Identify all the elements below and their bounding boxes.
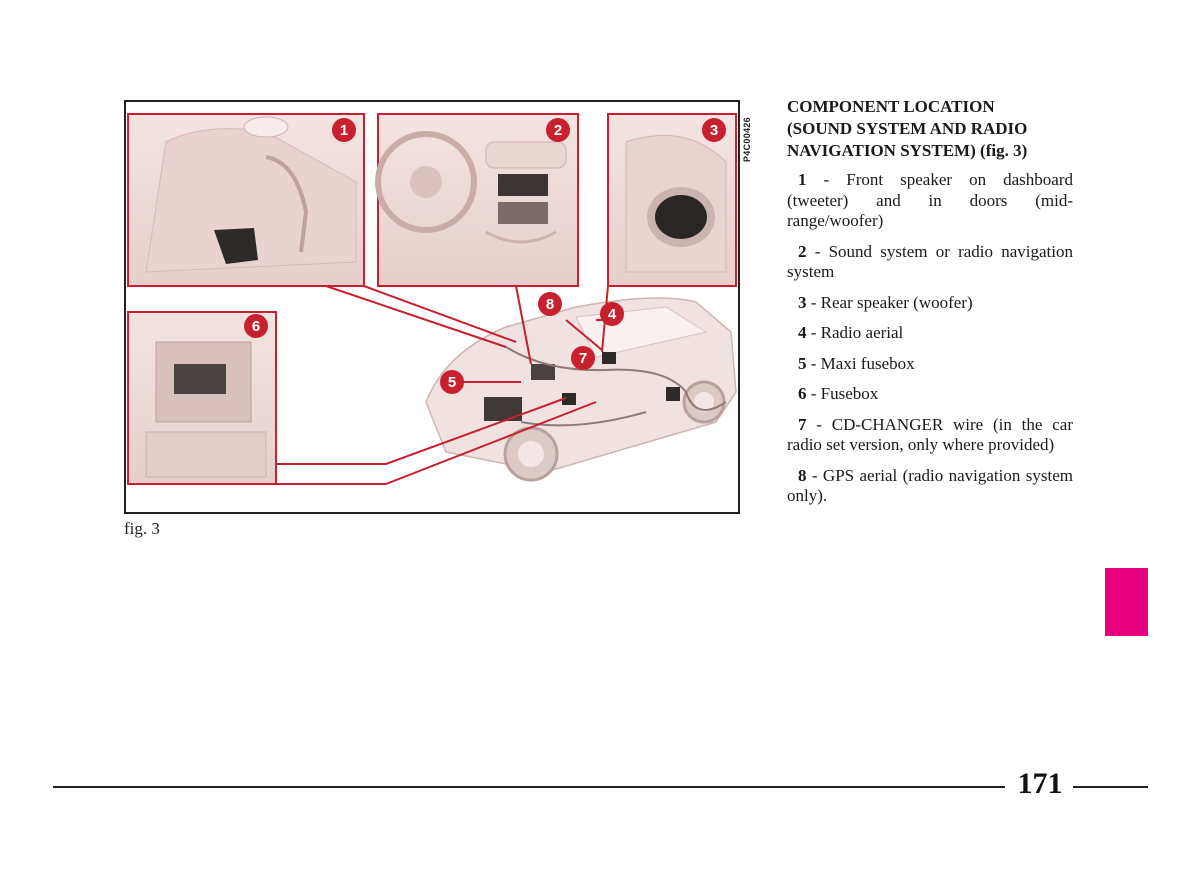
panel-fusebox: 6: [127, 311, 277, 485]
item-number: 3: [798, 292, 807, 312]
heading-fig-ref: (fig. 3): [980, 141, 1028, 160]
list-item: 8 - GPS aerial (radio navigation system …: [787, 466, 1073, 507]
heading-line-3: NAVIGATION SYSTEM): [787, 141, 976, 160]
item-text: - Fusebox: [806, 384, 879, 403]
list-item: 3 - Rear speaker (woofer): [787, 293, 1073, 314]
item-number: 8: [798, 465, 807, 485]
footer-rule-left: [53, 786, 1005, 788]
callout-1: 1: [340, 122, 348, 139]
callout-6: 6: [252, 318, 260, 335]
item-text: - Front speaker on dashboard (tweeter) a…: [787, 170, 1073, 230]
list-item: 2 - Sound system or radio navigation sys…: [787, 242, 1073, 283]
figure-caption: fig. 3: [124, 519, 160, 538]
item-text: - Radio aerial: [806, 323, 904, 342]
panel-rear-speaker: 3: [607, 113, 737, 287]
component-diagram: 1 2 3 6: [127, 113, 737, 485]
item-number: 1: [798, 170, 807, 189]
section-thumb-tab: [1105, 568, 1148, 636]
item-number: 5: [798, 353, 807, 373]
callout-4: 4: [608, 306, 617, 323]
panel-dashboard-radio: 2: [375, 113, 579, 287]
page-number: 171: [1017, 767, 1063, 800]
panel-door-speaker: 1: [127, 113, 365, 287]
figure-illustration: 1 2 3 6: [124, 100, 740, 514]
list-item: 4 - Radio aerial: [787, 323, 1073, 344]
section-heading: COMPONENT LOCATION (SOUND SYSTEM AND RAD…: [787, 96, 1073, 162]
callout-2: 2: [554, 122, 562, 139]
leader-lines: [128, 285, 611, 485]
item-text: - Maxi fusebox: [806, 353, 915, 373]
heading-line-2: (SOUND SYSTEM AND RADIO: [787, 119, 1028, 138]
item-number: 6: [798, 384, 807, 403]
list-item: 7 - CD-CHANGER wire (in the car radio se…: [787, 415, 1073, 456]
item-number: 2: [798, 241, 807, 261]
figure-code: P4C00426: [742, 117, 752, 162]
item-text: - Sound system or radio navigation syste…: [787, 241, 1073, 282]
list-item: 1 - Front speaker on dashboard (tweeter)…: [787, 170, 1073, 232]
text-column: COMPONENT LOCATION (SOUND SYSTEM AND RAD…: [787, 96, 1073, 517]
footer-rule-right: [1073, 786, 1148, 788]
item-text: - CD-CHANGER wire (in the car radio set …: [787, 414, 1073, 455]
callout-5: 5: [448, 374, 456, 391]
callout-8: 8: [546, 296, 554, 313]
list-item: 6 - Fusebox: [787, 384, 1073, 405]
list-item: 5 - Maxi fusebox: [787, 354, 1073, 375]
callout-3: 3: [710, 122, 718, 139]
item-text: - Rear speaker (woofer): [806, 292, 973, 312]
car-callouts: 5 8 4 7: [440, 292, 624, 394]
item-number: 7: [798, 414, 807, 434]
item-text: - GPS aerial (radio navigation system on…: [787, 465, 1073, 506]
item-number: 4: [798, 323, 807, 342]
callout-7: 7: [579, 350, 587, 367]
heading-line-1: COMPONENT LOCATION: [787, 97, 995, 116]
